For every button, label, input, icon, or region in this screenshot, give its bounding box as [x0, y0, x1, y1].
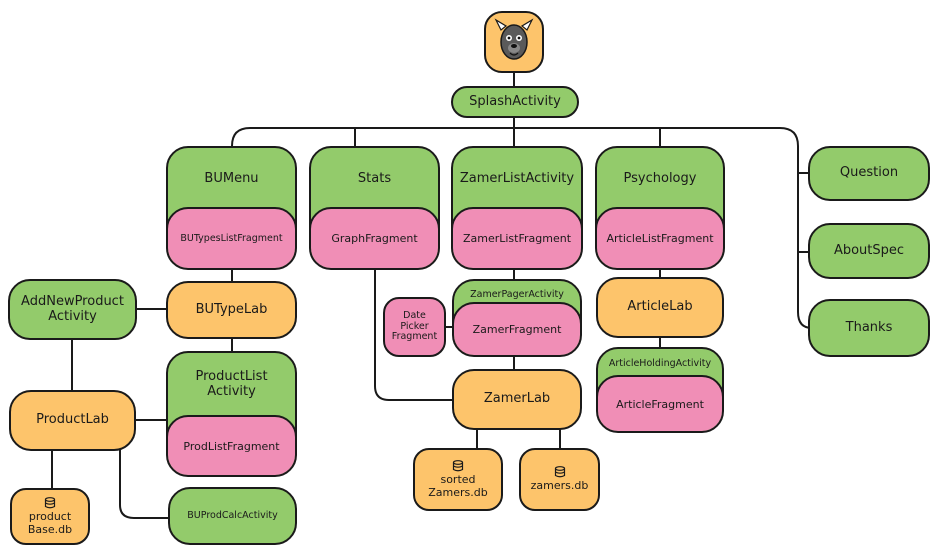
- database-icon: [452, 459, 464, 472]
- zamer-list-activity-card[interactable]: ZamerListActivity ZamerListFragment: [451, 146, 583, 270]
- zamer-list-fragment[interactable]: ZamerListFragment: [453, 207, 581, 268]
- about-spec-node[interactable]: AboutSpec: [808, 223, 930, 279]
- connector-productlab-calc: [119, 450, 168, 519]
- sorted-zamers-db-node[interactable]: sorted Zamers.db: [413, 448, 503, 511]
- article-list-fragment[interactable]: ArticleListFragment: [597, 207, 723, 268]
- bu-type-lab-node[interactable]: BUTypeLab: [166, 281, 297, 339]
- product-lab-node[interactable]: ProductLab: [9, 390, 136, 451]
- date-picker-fragment-label: Date Picker Fragment: [391, 309, 438, 343]
- product-base-db-node[interactable]: product Base.db: [10, 488, 90, 545]
- graph-fragment[interactable]: GraphFragment: [311, 207, 438, 268]
- article-fragment[interactable]: ArticleFragment: [598, 375, 722, 431]
- zamers-db-label: zamers.db: [530, 479, 589, 493]
- stats-title: Stats: [357, 170, 392, 186]
- product-base-db-label: product Base.db: [27, 509, 73, 536]
- bu-types-list-fragment[interactable]: BUTypesListFragment: [168, 207, 295, 268]
- article-lab-node[interactable]: ArticleLab: [596, 277, 724, 338]
- bu-type-lab-label: BUTypeLab: [195, 301, 268, 317]
- question-label: Question: [839, 165, 899, 181]
- bu-prod-calc-activity-node[interactable]: BUProdCalcActivity: [168, 487, 297, 545]
- add-new-product-activity-node[interactable]: AddNewProduct Activity: [8, 279, 137, 340]
- bumenu-card[interactable]: BUMenu BUTypesListFragment: [166, 146, 297, 270]
- connector-graph-zamerlab: [374, 269, 452, 401]
- article-lab-label: ArticleLab: [627, 299, 693, 315]
- connector-zamerlab-dbs: [476, 429, 561, 449]
- zamer-lab-node[interactable]: ZamerLab: [452, 369, 582, 430]
- zamer-list-activity-title: ZamerListActivity: [459, 170, 575, 186]
- date-picker-fragment-node[interactable]: Date Picker Fragment: [383, 297, 446, 357]
- zamers-db-node[interactable]: zamers.db: [519, 448, 600, 511]
- splash-activity-node[interactable]: SplashActivity: [451, 86, 579, 118]
- app-logo: [484, 11, 544, 73]
- product-lab-label: ProductLab: [36, 412, 109, 428]
- prod-list-fragment[interactable]: ProdListFragment: [168, 415, 295, 475]
- splash-activity-label: SplashActivity: [469, 93, 561, 109]
- database-icon: [44, 496, 56, 509]
- sorted-zamers-db-label: sorted Zamers.db: [428, 472, 488, 499]
- dog-mascot-icon: [494, 18, 534, 60]
- question-node[interactable]: Question: [808, 146, 930, 201]
- about-spec-label: AboutSpec: [833, 242, 905, 258]
- thanks-node[interactable]: Thanks: [808, 299, 930, 357]
- product-list-activity-title: ProductList Activity: [195, 369, 268, 399]
- stats-card[interactable]: Stats GraphFragment: [309, 146, 440, 270]
- zamer-pager-activity-card[interactable]: ZamerPagerActivity ZamerFragment: [452, 279, 582, 357]
- zamer-fragment[interactable]: ZamerFragment: [454, 302, 580, 355]
- bumenu-title: BUMenu: [204, 170, 259, 186]
- database-icon: [554, 466, 565, 478]
- article-holding-activity-card[interactable]: ArticleHoldingActivity ArticleFragment: [596, 347, 724, 433]
- add-new-product-activity-label: AddNewProduct Activity: [21, 293, 124, 324]
- zamer-pager-activity-title: ZamerPagerActivity: [470, 288, 564, 300]
- psychology-title: Psychology: [623, 170, 697, 186]
- article-holding-activity-title: ArticleHoldingActivity: [608, 357, 712, 369]
- product-list-activity-card[interactable]: ProductList Activity ProdListFragment: [166, 351, 297, 477]
- bu-prod-calc-activity-label: BUProdCalcActivity: [187, 509, 278, 521]
- zamer-lab-label: ZamerLab: [483, 391, 551, 407]
- psychology-card[interactable]: Psychology ArticleListFragment: [595, 146, 725, 270]
- thanks-label: Thanks: [845, 319, 893, 335]
